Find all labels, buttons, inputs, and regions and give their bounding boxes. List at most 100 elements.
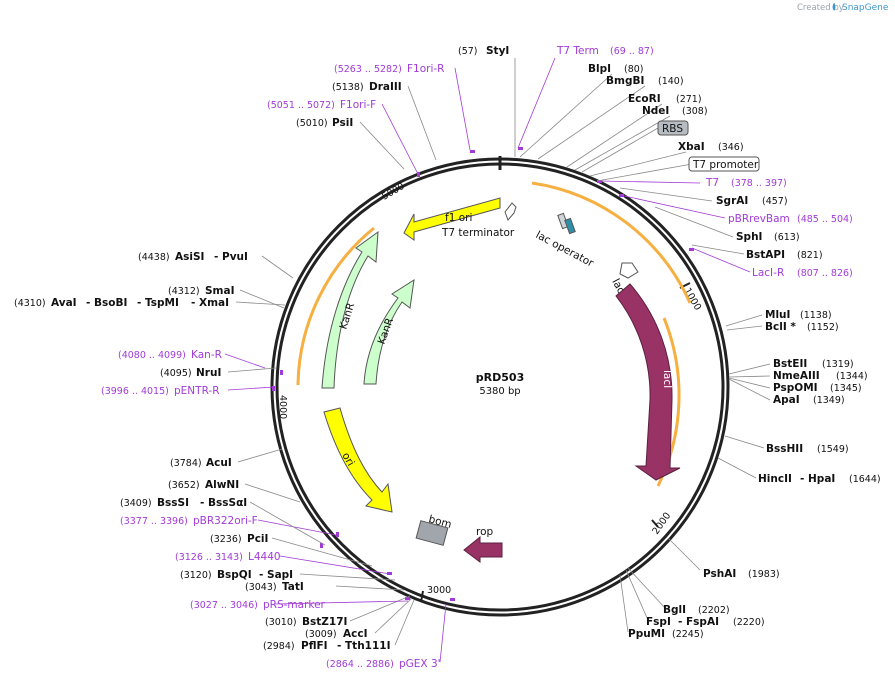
credit-text: Created by [797, 3, 844, 13]
snapgene-logo-icon [832, 3, 836, 11]
site-ndei-pos: (308) [682, 106, 708, 117]
site-fspi: FspI [646, 616, 671, 628]
site-bstz17i-pos: (3010) [265, 617, 297, 628]
site-pvui: - PvuI [214, 251, 248, 263]
feature-kanr-2-label: KanR [376, 316, 397, 346]
site-asisi-pos: (4438) [138, 252, 170, 263]
site-kanr-primer-range: (4080 .. 4099) [118, 350, 186, 361]
snapgene-brand: SnapGene [842, 3, 889, 13]
site-smai-pos: (4312) [168, 286, 200, 297]
site-bspqi: BspQI [217, 569, 252, 581]
feature-bom [415, 520, 449, 546]
lac-operator-box [564, 217, 576, 235]
site-ppumi-pos: (2245) [672, 629, 704, 640]
site-bstapi: BstAPI [746, 249, 785, 261]
site-sgrai: SgrAI [716, 195, 748, 207]
site-f1orir: F1ori-R [407, 63, 444, 75]
site-pshai-pos: (1983) [748, 569, 780, 580]
site-bstapi-pos: (821) [797, 250, 823, 261]
site-ppumi: PpuMI [628, 628, 665, 640]
site-pgex3-range: (2864 .. 2886) [326, 659, 394, 670]
site-mlui: MluI [765, 309, 790, 321]
site-apai-pos: (1349) [813, 395, 845, 406]
site-bspqi-pos: (3120) [180, 570, 212, 581]
site-fspi-pos: (2220) [733, 617, 765, 628]
site-pfifi-pos: (2984) [263, 641, 295, 652]
site-pfifi: PflFI [301, 640, 328, 652]
site-acui-pos: (3784) [170, 458, 202, 469]
site-pbrrevbam: pBRrevBam [728, 213, 790, 225]
site-pgex3: pGEX 3' [399, 658, 441, 670]
site-bsssai: - BssSαI [200, 497, 247, 509]
site-t7-range: (378 .. 397) [731, 178, 787, 189]
site-t7term-range: (69 .. 87) [610, 46, 654, 57]
site-pspomi-pos: (1345) [830, 383, 862, 394]
site-bsteii: BstEII [773, 358, 807, 370]
site-nrui: NruI [196, 367, 221, 379]
site-hpai: - HpaI [800, 473, 835, 485]
feature-f1-ori-label: f1 ori [445, 212, 472, 224]
site-pentrr: pENTR-R [174, 385, 220, 397]
site-pbr322ori-range: (3377 .. 3396) [120, 516, 188, 527]
feature-laci [615, 283, 681, 481]
plasmid-name: pRD503 [476, 371, 524, 384]
highlight-t7-region [531, 181, 692, 304]
site-psii-pos: (5010) [296, 118, 328, 129]
site-avai: AvaI [51, 297, 77, 309]
site-pspomi: PspOMI [773, 382, 818, 394]
feature-ori [323, 407, 393, 513]
site-t7: T7 [705, 177, 719, 189]
feature-bom-label: bom [427, 513, 453, 531]
tick-3000: 3000 [427, 585, 451, 596]
site-prsmarker-range: (3027 .. 3046) [190, 600, 258, 611]
site-pcii: PciI [247, 533, 268, 545]
site-bsteii-pos: (1319) [822, 359, 854, 370]
site-t7term: T7 Term [556, 45, 599, 57]
site-pshai: PshAI [703, 568, 736, 580]
site-ecori: EcoRI [628, 93, 661, 105]
site-acci-pos: (3009) [305, 629, 337, 640]
site-bgli: BglI [663, 604, 686, 616]
site-apai: ApaI [773, 394, 800, 406]
feature-f1-ori [403, 197, 501, 241]
site-ndei: NdeI [642, 105, 669, 117]
site-tati: TatI [282, 581, 304, 593]
site-pcii-pos: (3236) [210, 534, 242, 545]
site-bmgbi: BmgBI [606, 75, 644, 87]
feature-kanr-outer [321, 230, 379, 389]
site-sphi: SphI [736, 231, 762, 243]
site-bstz17i: BstZ17I [302, 616, 347, 628]
t7-promoter-box [688, 156, 760, 172]
site-ecori-pos: (271) [676, 94, 702, 105]
site-bsobi: - BsoBI [86, 297, 127, 309]
site-bsssi: BssSI [157, 497, 189, 509]
site-asisi: AsiSI [175, 251, 204, 263]
site-psii: PsiI [332, 117, 353, 129]
site-alwni: AlwNI [205, 479, 239, 491]
site-tati-pos: (3043) [245, 582, 277, 593]
site-draiii-pos: (5138) [332, 82, 364, 93]
site-nrui-pos: (4095) [160, 368, 192, 379]
site-fspai: - FspAI [678, 616, 719, 628]
site-sphi-pos: (613) [774, 232, 800, 243]
rbs-label: RBS [662, 123, 683, 135]
site-tth111i: - Tth111I [337, 640, 391, 652]
site-tspmi: - TspMI [137, 297, 179, 309]
site-pentrr-range: (3996 .. 4015) [101, 386, 169, 397]
site-mlui-pos: (1138) [800, 310, 832, 321]
site-styi: StyI [486, 45, 509, 57]
t7-terminator-icon [504, 202, 517, 221]
leader-lines [224, 57, 771, 663]
site-nmeaiii-pos: (1344) [836, 371, 868, 382]
site-acci: AccI [343, 628, 367, 640]
t7-promoter-label: T7 promoter [692, 159, 759, 171]
site-f1orif: F1ori-F [340, 99, 376, 111]
highlight-kanr-region [296, 226, 375, 386]
site-bgli-pos: (2202) [698, 605, 730, 616]
site-hincii-pos: (1644) [849, 474, 881, 485]
site-alwni-pos: (3652) [168, 480, 200, 491]
site-l4440: L4440 [248, 551, 281, 563]
site-pbr322ori: pBR322ori-F [193, 515, 258, 527]
feature-kanr-inner [363, 278, 415, 385]
